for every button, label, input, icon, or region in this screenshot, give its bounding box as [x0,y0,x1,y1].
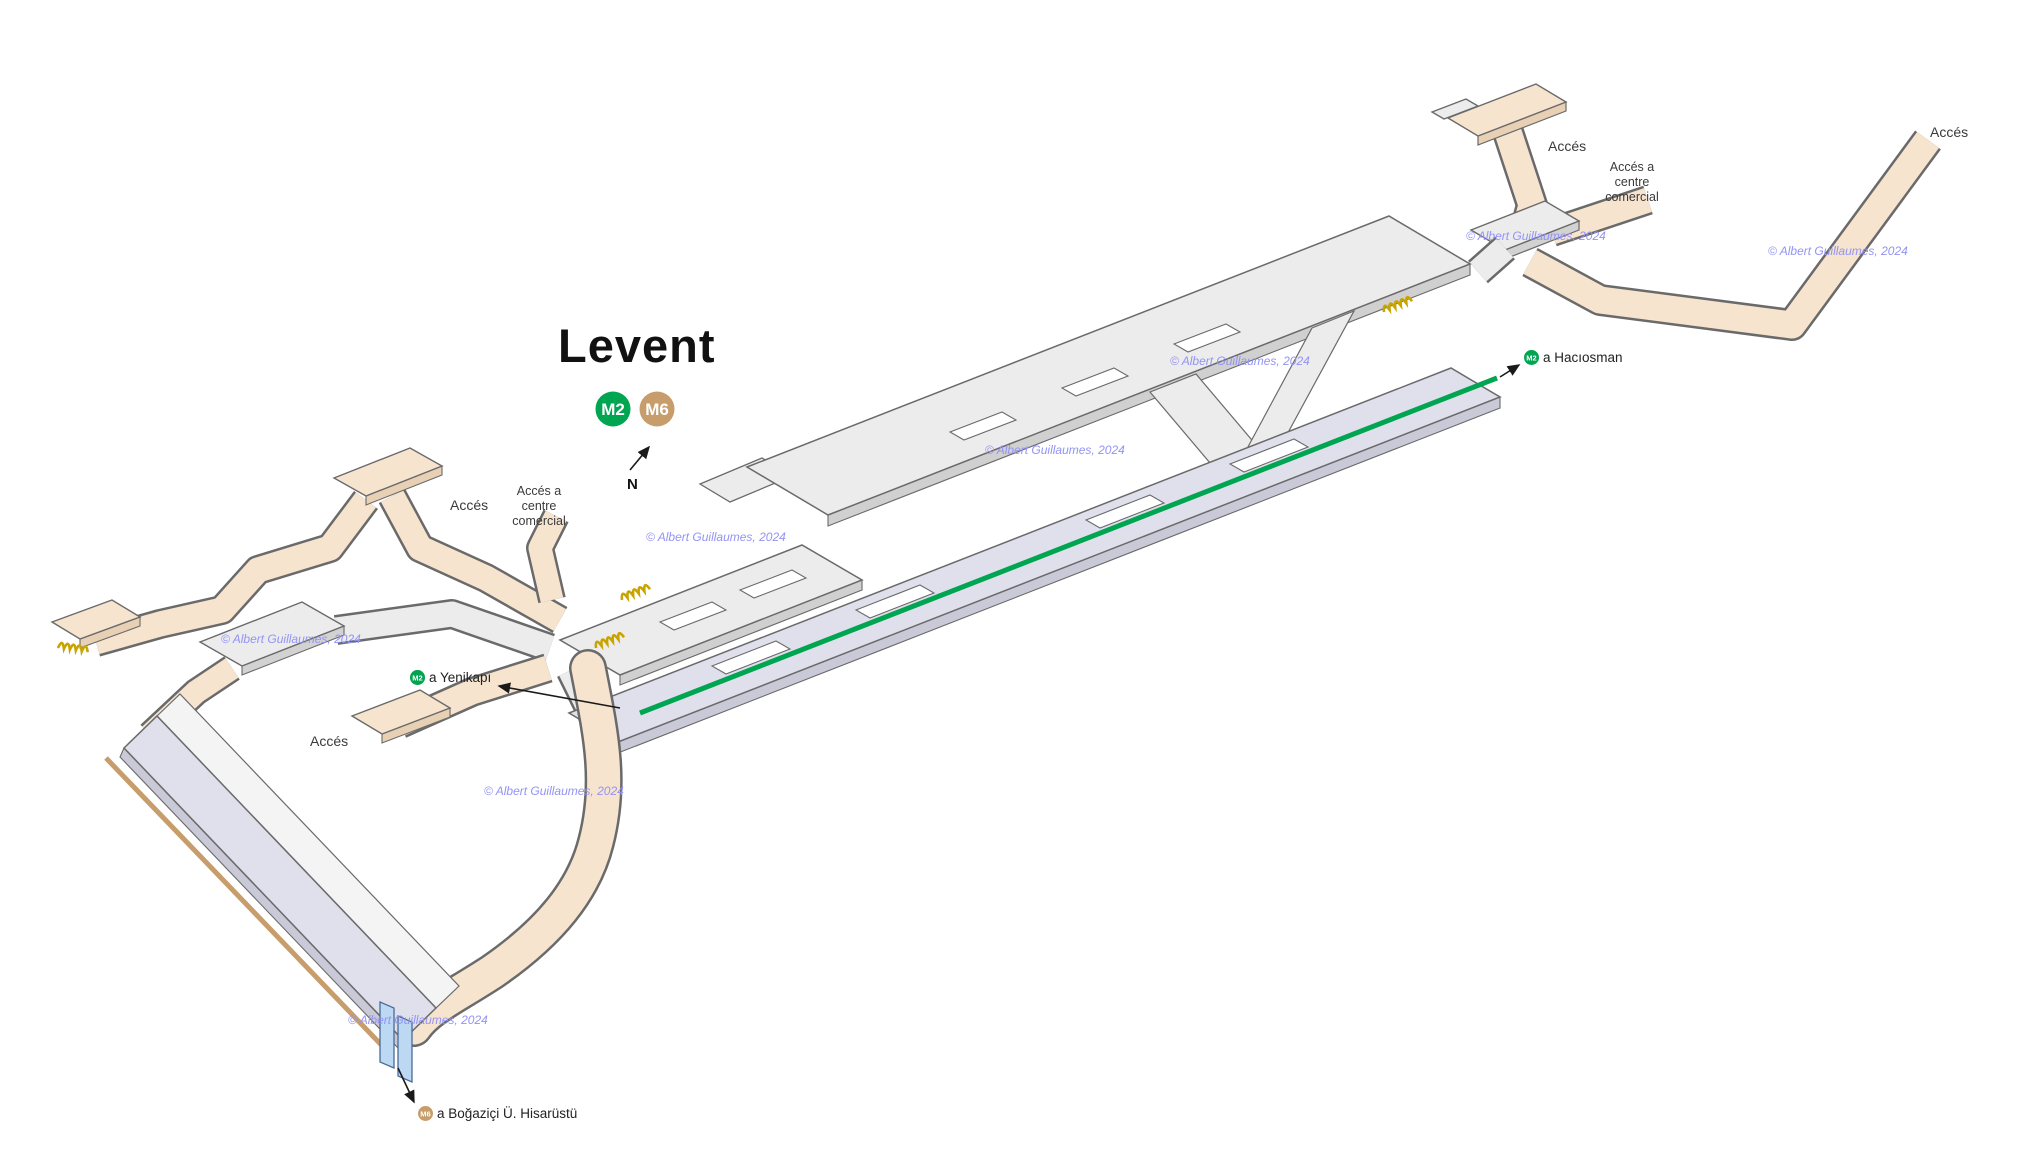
west-entrance-slab [332,447,444,506]
access-label-west: Accés [450,497,489,513]
arrow-to-haciosman [1499,364,1521,378]
access-label-west-mall: Accés a centre comercial [512,484,566,528]
copyright-watermark: © Albert Guillaumes, 2024 [221,632,361,646]
m6-line-badge: M6 [639,391,675,427]
direction-label-yenikapi: M2 a Yenikapı [410,670,491,685]
direction-label-haciosman: M2 a Hacıosman [1524,350,1623,365]
southwest-curved-corridor [395,649,623,1047]
arrow-to-hisarustu [397,1067,415,1104]
line-badges: M2 M6 [594,390,676,428]
m6-mini-badge: M6 [418,1106,433,1121]
copyright-watermark: © Albert Guillaumes, 2024 [1466,229,1606,243]
copyright-watermark: © Albert Guillaumes, 2024 [348,1013,488,1027]
m6-track-line [104,756,394,1058]
access-label-southwest: Accés [310,733,349,749]
west-mezzanine-slab [198,601,346,676]
north-landing-slab [1468,200,1581,284]
m2-mini-badge: M2 [1524,350,1539,365]
page-title: Levent [558,319,716,372]
svg-text:M6: M6 [420,1109,430,1118]
stairs-icon [1382,295,1414,315]
svg-text:M6: M6 [645,400,669,419]
copyright-watermark: © Albert Guillaumes, 2024 [646,530,786,544]
direction-text: a Yenikapı [429,670,492,685]
copyright-watermark: © Albert Guillaumes, 2024 [985,443,1125,457]
stairs-icon [56,641,89,657]
direction-text: a Boğaziçi Ü. Hisarüstü [437,1106,578,1121]
direction-label-hisarustu: M6 a Boğaziçi Ü. Hisarüstü [418,1106,577,1121]
upper-concourse-slab [698,215,1472,527]
m2-mini-badge: M2 [410,670,425,685]
copyright-watermark: © Albert Guillaumes, 2024 [1170,354,1310,368]
north-entrance-slab [1430,83,1568,146]
svg-text:M2: M2 [412,673,422,682]
m2-track-line [639,375,1498,716]
stairs-icon [594,631,626,651]
access-label-north-mall: Accés a centre comercial [1605,160,1659,204]
copyright-watermark: © Albert Guillaumes, 2024 [1768,244,1908,258]
stairs-icon [620,583,652,603]
southwest-entrance-slab [350,689,452,744]
arrow-to-yenikapi [497,682,621,709]
central-mezzanine-slab [558,544,864,686]
m2-line-badge: M2 [595,391,631,427]
svg-text:M2: M2 [601,400,625,419]
far-west-entrance-slab [50,599,142,649]
access-label-far-east: Accés [1930,124,1969,140]
svg-text:M2: M2 [1526,353,1536,362]
direction-text: a Hacıosman [1543,350,1623,365]
copyright-watermark: © Albert Guillaumes, 2024 [484,784,624,798]
access-corridor-far-right [1522,130,1941,341]
west-access-corridors [91,488,569,746]
north-label: N [627,476,638,493]
elevator-icon [379,1001,413,1083]
access-label-north: Accés [1548,138,1587,154]
north-arrow-icon [629,445,651,471]
southwest-hall-slab [119,693,460,1050]
